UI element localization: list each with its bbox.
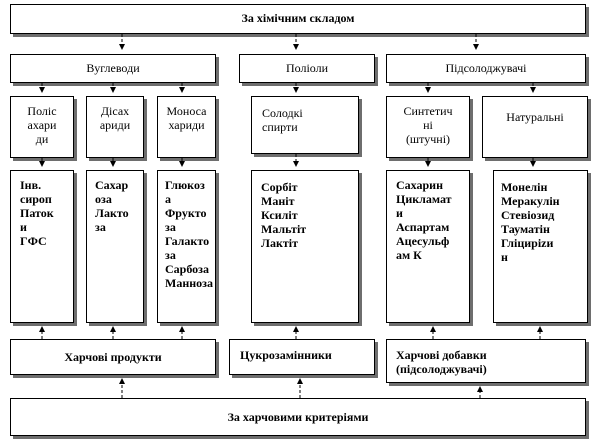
poly-list: Інв. сироп Паток и ГФС xyxy=(20,178,54,248)
di-list: Сахар оза Лакто за xyxy=(95,178,129,234)
polyols-list-box xyxy=(251,170,359,323)
sugar-substitutes-box xyxy=(229,339,375,375)
top-title-box xyxy=(10,4,586,34)
sweet-alcohols-label: Солодкі спирти xyxy=(262,106,303,134)
sugar-substitutes-label: Цукрозамінники xyxy=(240,348,332,362)
synthetic-list-box xyxy=(386,170,470,323)
natural-box xyxy=(482,96,588,158)
di-list-box xyxy=(86,170,144,323)
natural-list: Монелін Меракулін Стевіозид Тауматін Глі… xyxy=(501,180,560,264)
mono-list-box xyxy=(157,170,216,323)
polyols-list: Сорбіт Маніт Ксиліт Мальтіт Лактіт xyxy=(261,180,307,250)
polyols-box xyxy=(239,54,375,83)
poly-box xyxy=(10,96,74,158)
food-products-box xyxy=(10,339,216,375)
poly-list-box xyxy=(10,170,74,323)
carbs-label: Вуглеводи xyxy=(86,61,140,75)
synthetic-label: Синтетич ні (штучні) xyxy=(403,104,453,146)
sweeteners-box xyxy=(386,54,586,83)
bottom-title-box xyxy=(10,398,586,436)
sweet-alcohols-box xyxy=(251,96,359,154)
bottom-title: За харчовими критеріями xyxy=(227,410,369,424)
food-additives-box xyxy=(386,339,586,383)
poly-label: Поліс ахари ди xyxy=(27,104,57,146)
mono-list: Глюкоз а Фрукто за Галакто за Сарбоза Ма… xyxy=(165,178,213,290)
synthetic-list: Сахарин Цикламат и Аспартам Ацесульф ам … xyxy=(396,178,452,262)
carbs-box xyxy=(10,54,216,83)
food-products-label: Харчові продукти xyxy=(64,350,162,364)
natural-list-box xyxy=(493,170,588,323)
synthetic-box xyxy=(386,96,470,158)
di-label: Дісах ариди xyxy=(99,104,131,132)
top-title: За хімічним складом xyxy=(241,11,355,25)
food-additives-label: Харчові добавки (підсолоджувачі) xyxy=(396,348,487,376)
sweeteners-label: Підсолоджувачі xyxy=(445,61,527,75)
natural-label: Натуральні xyxy=(506,110,564,124)
mono-box xyxy=(157,96,216,158)
polyols-label: Поліоли xyxy=(285,61,329,75)
mono-label: Моноса хариди xyxy=(166,104,207,132)
di-box xyxy=(86,96,144,158)
